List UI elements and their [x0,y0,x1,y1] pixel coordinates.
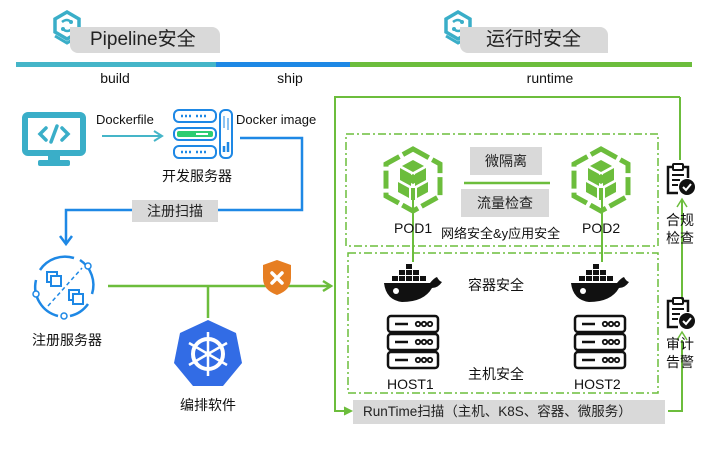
host-security-label: 主机安全 [468,366,524,382]
pod1-icon [383,146,443,214]
network-app-security-label: 网络安全&y应用安全 [441,226,561,241]
runtime-security-header: 运行时安全 [460,27,608,53]
build-phase-bar [16,62,216,67]
runtime-outer-frame [334,96,680,412]
code-monitor-icon [22,112,86,166]
compliance-label-line2: 检查 [666,230,694,246]
traffic-inspection-label: 流量检查 [477,195,533,211]
runtime-security-title: 运行时安全 [486,29,582,50]
host1-label: HOST1 [387,376,434,392]
pipeline-security-title: Pipeline安全 [90,29,196,50]
pod2-icon [571,146,631,214]
pod1-label: POD1 [394,220,433,236]
registry-server-label: 注册服务器 [32,332,102,348]
pipeline-security-header: Pipeline安全 [70,27,220,53]
runtime-phase-label: runtime [526,70,574,86]
runtime-scan-return [668,340,683,412]
network-security-zone [345,133,659,247]
docker-image-label: Docker image [236,112,317,127]
ship-phase-bar [216,62,350,67]
docker-whale-icon [571,264,629,302]
host2-label: HOST2 [574,376,621,392]
shield-x-icon [263,260,291,295]
registry-scan-box: 注册扫描 [132,200,218,222]
compliance-label-line1: 合规 [666,212,694,228]
orchestration-label: 编排软件 [180,397,236,413]
server-rack-icon [386,314,440,370]
audit-label-line1: 审计 [666,336,694,352]
audit-label-line2: 告警 [666,354,694,370]
docker-image-flow [218,136,304,212]
host-security-zone [347,252,659,394]
registry-scan-label: 注册扫描 [147,203,203,219]
hex-logo-icon [53,9,81,45]
clipboard-check-icon [666,163,695,195]
container-security-label: 容器安全 [468,277,524,293]
traffic-inspection-box: 流量检查 [461,189,549,217]
registry-scan-flow [64,208,132,243]
dev-server-label: 开发服务器 [162,168,232,184]
runtime-scan-label: RunTime扫描（主机、K8S、容器、微服务） [363,404,632,419]
clipboard-check-icon [666,297,695,329]
registry-icon [32,255,95,320]
micro-isolation-box: 微隔离 [470,147,542,175]
micro-isolation-label: 微隔离 [485,153,527,169]
docker-whale-icon [384,264,442,302]
runtime-scan-box: RunTime扫描（主机、K8S、容器、微服务） [353,400,665,424]
build-phase-label: build [100,70,130,86]
server-rack-icon [573,314,627,370]
server-stack-icon [173,109,233,159]
runtime-phase-bar [350,62,692,67]
pod2-label: POD2 [582,220,621,236]
ship-phase-label: ship [277,70,303,86]
dockerfile-label: Dockerfile [96,112,154,127]
kubernetes-helm-icon [174,320,242,386]
